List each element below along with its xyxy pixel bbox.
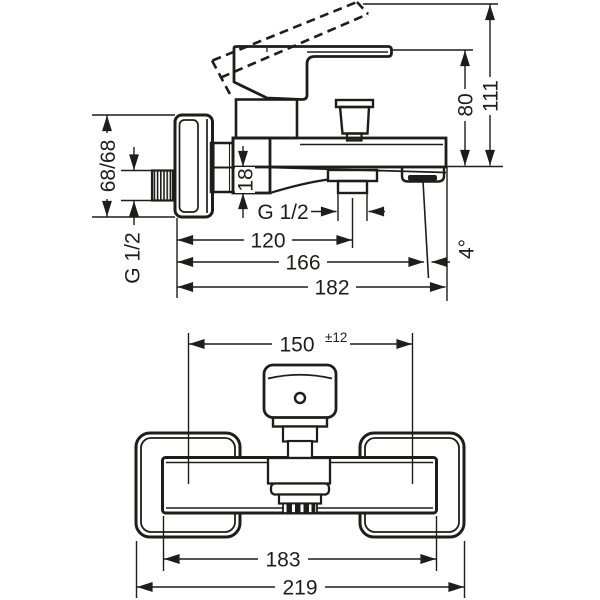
handle-lever	[232, 45, 393, 101]
dim-handle-height: 80	[391, 49, 477, 166]
cartridge-housing	[234, 98, 299, 140]
dim-label-120: 120	[250, 229, 285, 252]
handle-lever-open-dashed	[210, 0, 369, 99]
side-view: 68/68 G 1/2 18	[92, 0, 503, 301]
side-view-dimensions: 68/68 G 1/2 18	[92, 3, 503, 301]
knob-dot-icon	[293, 391, 307, 405]
dim-connection-spread: 150 ±12	[187, 330, 414, 484]
dim-spout-angle: 4°	[422, 167, 478, 301]
handshower-outlet	[400, 167, 446, 183]
dim-spout-reach: 120	[177, 198, 354, 252]
dim-label-4deg: 4°	[455, 239, 478, 259]
dim-total-depth: 182	[177, 276, 446, 299]
wall-escutcheon	[173, 113, 214, 219]
dim-label-80: 80	[454, 93, 477, 116]
mixer-body	[231, 136, 448, 195]
tub-spout-outlet	[326, 168, 379, 195]
dim-label-outlet-thread: G 1/2	[257, 201, 308, 224]
dim-label-111: 111	[479, 80, 502, 112]
dim-label-183: 183	[265, 548, 300, 571]
front-view-dimensions: 150 ±12 183 219	[135, 330, 466, 599]
dim-inlet-thread: G 1/2	[121, 147, 152, 284]
dim-escutcheon-span: 68/68	[92, 114, 175, 218]
dim-outlet-thread: G 1/2	[257, 194, 385, 224]
inlet-nipple	[150, 169, 175, 202]
dim-label-150-tolerance: ±12	[325, 330, 347, 345]
dim-outlet-reach: 166	[177, 251, 450, 274]
dim-total-width: 219	[135, 541, 466, 599]
mounting-nut-icon	[209, 141, 235, 194]
dim-body-width: 183	[162, 516, 438, 571]
dim-label-166: 166	[285, 251, 320, 274]
cartridge-stack-front	[262, 363, 338, 514]
diverter-knob-front	[262, 363, 338, 419]
threaded-outlet-front	[282, 502, 318, 514]
dim-label-219: 219	[282, 576, 317, 599]
front-view: 150 ±12 183 219	[134, 330, 466, 599]
dim-total-height: 111	[363, 3, 503, 168]
dim-label-inlet-thread: G 1/2	[121, 232, 144, 283]
dim-label-150: 150	[279, 333, 314, 356]
dim-label-182: 182	[314, 276, 349, 299]
dim-label-18: 18	[234, 168, 257, 191]
dim-label-68-68: 68/68	[97, 140, 120, 193]
diverter-knob	[334, 98, 375, 142]
dim-spout-drop: 18	[234, 146, 257, 218]
